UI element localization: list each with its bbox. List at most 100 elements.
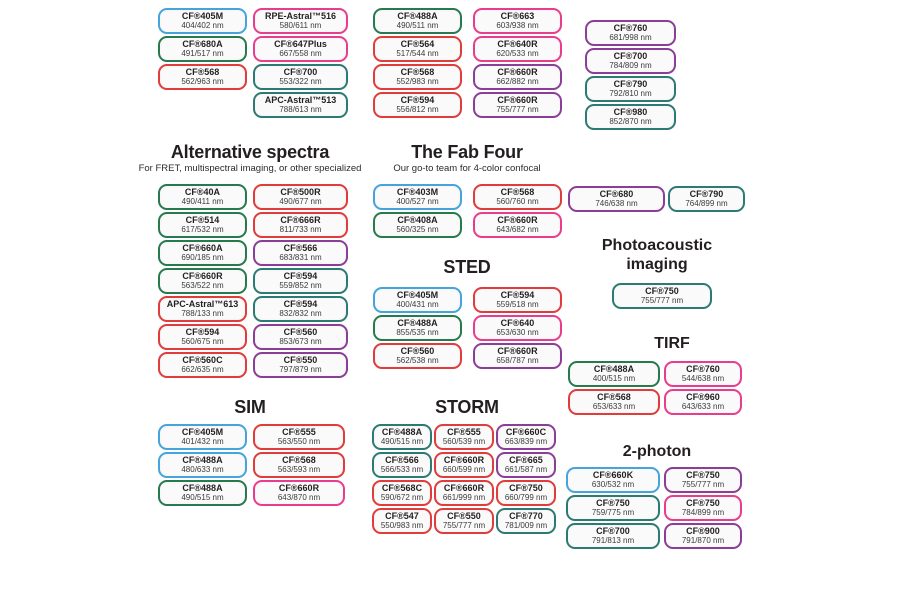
dye-wavelengths: 653/630 nm	[496, 327, 539, 337]
dye-wavelengths: 400/515 nm	[592, 373, 636, 383]
dye-name: CF®568	[400, 67, 435, 78]
dye-name: CF®405M	[181, 427, 224, 438]
dye-name: CF®405M	[181, 11, 224, 22]
dye-wavelengths: 590/672 nm	[380, 492, 424, 502]
dye-wavelengths: 658/787 nm	[496, 355, 539, 365]
dye-name: APC-Astral™513	[264, 95, 337, 106]
dye-wavelengths: 683/831 nm	[279, 252, 322, 262]
dye-name: CF®660R	[497, 215, 538, 226]
dye-wavelengths: 480/633 nm	[181, 464, 224, 474]
dye-wavelengths: 553/322 nm	[279, 76, 322, 86]
dye-name: CF®663	[500, 11, 535, 22]
dye-name: CF®700	[283, 67, 318, 78]
dye-name: CF®488A	[381, 427, 423, 438]
dye-wavelengths: 797/879 nm	[279, 364, 322, 374]
dye-name: CF®594	[400, 95, 435, 106]
dye-wavelengths: 755/777 nm	[681, 479, 725, 489]
dye-name: CF®660R	[497, 95, 538, 106]
dye-wavelengths: 400/527 nm	[396, 196, 439, 206]
dye-name: CF®760	[613, 23, 648, 34]
dye-name: CF®660R	[497, 346, 538, 357]
dye-wavelengths: 563/550 nm	[277, 436, 321, 446]
dye-name: CF®750	[645, 286, 679, 297]
dye-name: CF®980	[613, 107, 648, 118]
dye-wavelengths: 490/511 nm	[396, 20, 439, 30]
dye-name: CF®790	[689, 189, 724, 200]
dye-wavelengths: 559/518 nm	[496, 299, 539, 309]
dye-wavelengths: 661/587 nm	[504, 464, 548, 474]
dye-wavelengths: 490/515 nm	[380, 436, 424, 446]
dye-wavelengths: 400/431 nm	[396, 299, 439, 309]
dye-wavelengths: 552/983 nm	[396, 76, 439, 86]
dye-name: CF®640R	[497, 39, 538, 50]
dye-name: CF®760	[686, 364, 720, 375]
dye-wavelengths: 490/677 nm	[279, 196, 322, 206]
dye-name: CF®660R	[443, 483, 485, 494]
dye-name: CF®405M	[396, 290, 439, 301]
dye-wavelengths: 746/638 nm	[595, 198, 638, 208]
dye-name: CF®900	[686, 526, 720, 537]
section-title-2-photon: 2-photon	[622, 443, 692, 460]
dye-name: CF®403M	[396, 187, 439, 198]
dye-wavelengths: 661/999 nm	[442, 492, 486, 502]
dye-wavelengths: 759/775 nm	[591, 507, 635, 517]
dye-wavelengths: 404/402 nm	[181, 20, 224, 30]
dye-name: CF®660K	[592, 470, 634, 481]
dye-name: CF®488A	[397, 11, 438, 22]
dye-wavelengths: 643/682 nm	[496, 224, 539, 234]
dye-name: CF®488A	[593, 364, 635, 375]
dye-name: CF®40A	[184, 187, 221, 198]
dye-name: CF®560	[283, 327, 318, 338]
dye-wavelengths: 781/009 nm	[504, 520, 548, 530]
dye-name: CF®594	[283, 271, 318, 282]
dye-name: CF®568	[500, 187, 535, 198]
dye-name: CF®666R	[280, 215, 321, 226]
section-title-sted: STED	[443, 257, 491, 277]
dye-name: CF®750	[596, 498, 630, 509]
dye-wavelengths: 852/870 nm	[609, 116, 652, 126]
dye-wavelengths: 792/810 nm	[609, 88, 652, 98]
dye-name: CF®680A	[182, 39, 223, 50]
dye-name: CF®488A	[182, 455, 223, 466]
dye-wavelengths: 563/593 nm	[277, 464, 321, 474]
dye-name: CF®790	[613, 79, 648, 90]
